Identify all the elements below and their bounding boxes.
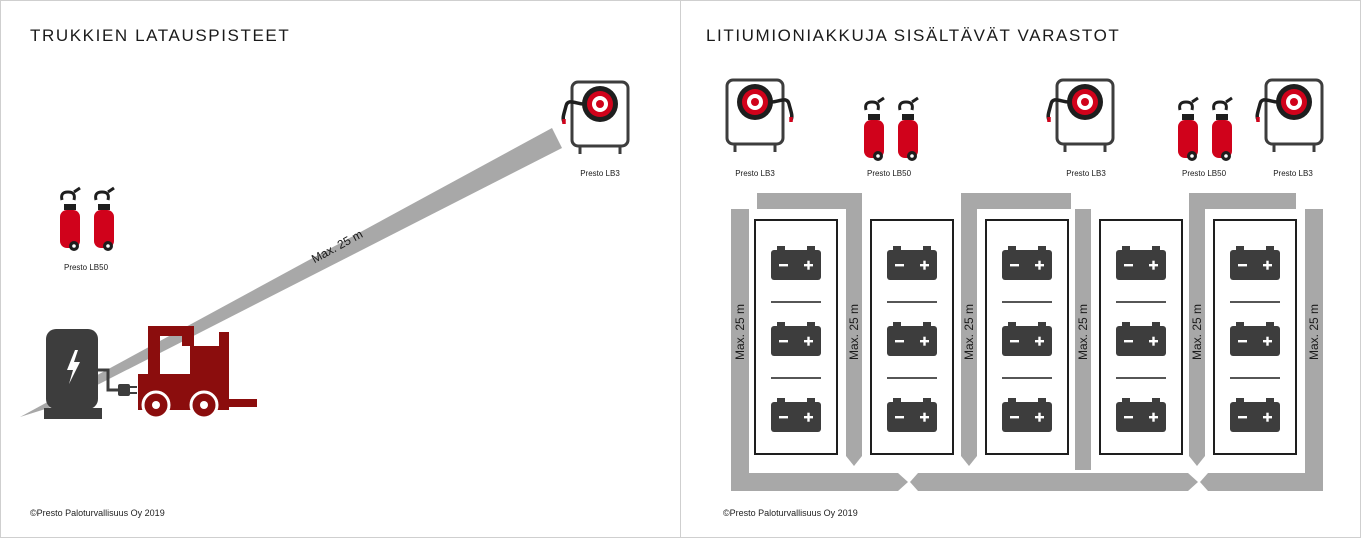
distance-path-left (20, 128, 562, 417)
hose-reel-icon (725, 78, 1324, 154)
battery-icon (1002, 322, 1052, 356)
lightning-icon (67, 350, 80, 384)
battery-icon (1116, 322, 1166, 356)
left-panel-title: TRUKKIEN LATAUSPISTEET (30, 26, 291, 45)
battery-icon (1230, 246, 1280, 280)
charging-station-icon (44, 329, 137, 419)
left-copyright: ©Presto Paloturvallisuus Oy 2019 (30, 508, 165, 518)
forklift-icon (138, 326, 257, 420)
battery-icon (887, 246, 937, 280)
storage-racks (754, 219, 1297, 455)
aisle-label: Max. 25 m (1307, 304, 1321, 360)
battery-icon (887, 322, 937, 356)
fire-extinguisher-icon (58, 186, 116, 253)
battery-icon (887, 398, 937, 432)
right-copyright: ©Presto Paloturvallisuus Oy 2019 (723, 508, 858, 518)
aisle-label: Max. 25 m (1190, 304, 1204, 360)
battery-icon (1116, 398, 1166, 432)
fire-extinguisher-icon (862, 96, 1234, 163)
equipment-label: Presto LB3 (735, 169, 775, 178)
left-panel (0, 0, 681, 538)
aisle-label: Max. 25 m (1076, 304, 1090, 360)
battery-icon (1230, 398, 1280, 432)
aisle-label: Max. 25 m (962, 304, 976, 360)
aisle-label-group: Max. 25 m Max. 25 m Max. 25 m Max. 25 m Max.… (733, 304, 1321, 360)
equipment-label: Presto LB50 (867, 169, 912, 178)
battery-icon (1002, 246, 1052, 280)
battery-icon (1002, 398, 1052, 432)
walkway-top (757, 193, 1296, 209)
battery-icon (771, 322, 821, 356)
aisle-label: Max. 25 m (847, 304, 861, 360)
aisle-label: Max. 25 m (733, 304, 747, 360)
walkway-bottom (731, 473, 1323, 491)
equipment-label: Presto LB3 (1273, 169, 1313, 178)
hose-reel-label: Presto LB3 (580, 169, 620, 178)
equipment-label: Presto LB50 (1182, 169, 1227, 178)
battery-icon (771, 398, 821, 432)
extinguisher-label: Presto LB50 (64, 263, 109, 272)
aisle-paths (731, 193, 1323, 491)
battery-icon (1230, 322, 1280, 356)
battery-icon (1116, 246, 1166, 280)
right-panel-title: LITIUMIONIAKKUJA SISÄLTÄVÄT VARASTOT (706, 26, 1121, 45)
equipment-label: Presto LB3 (1066, 169, 1106, 178)
hose-reel-icon (561, 80, 630, 156)
battery-icon (771, 246, 821, 280)
